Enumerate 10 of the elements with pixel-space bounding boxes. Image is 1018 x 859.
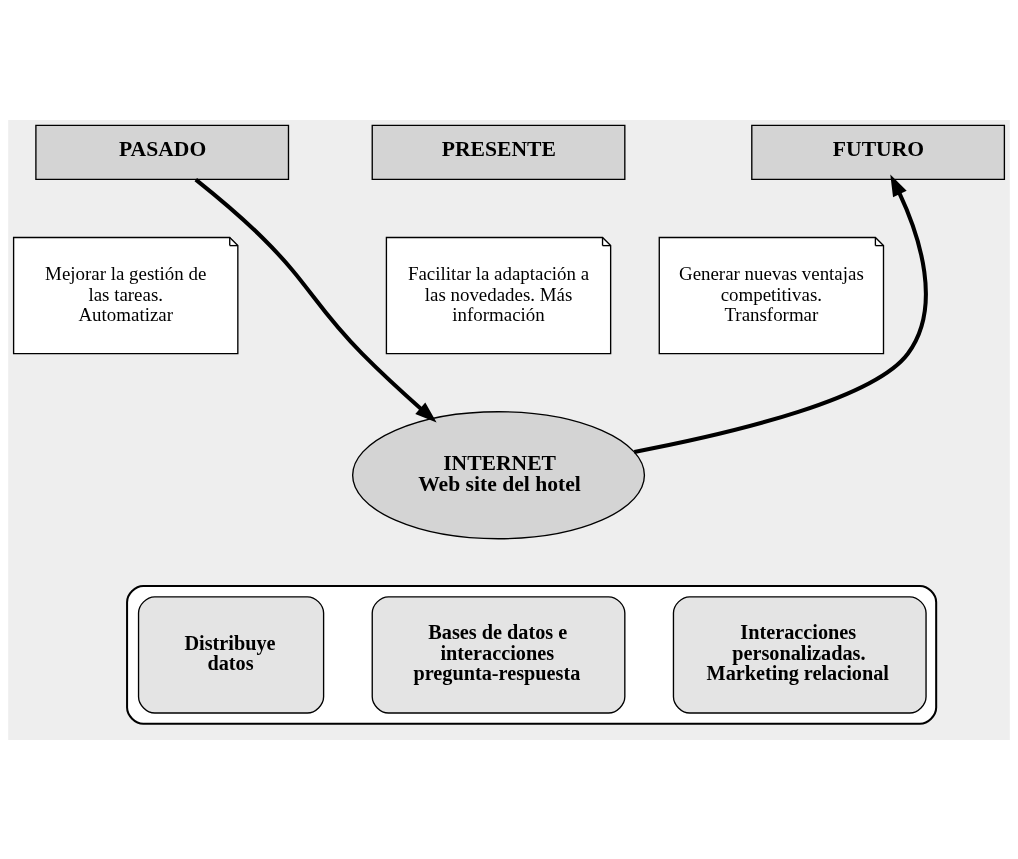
node-box: Interacciones personalizadas. Marketing relacional bbox=[672, 595, 927, 714]
arrow bbox=[194, 177, 437, 423]
node-box: PASADO bbox=[35, 124, 290, 180]
arrow bbox=[633, 174, 928, 454]
cluster bbox=[126, 584, 938, 725]
node-box: FUTURO bbox=[751, 124, 1006, 180]
node-box: Bases de datos e interacciones pregunta-respuesta bbox=[371, 595, 626, 714]
node-box: PRESENTE bbox=[371, 124, 626, 180]
node-ellipse: INTERNET Web site del hotel bbox=[351, 410, 646, 539]
node-box: Distribuye datos bbox=[137, 595, 325, 714]
